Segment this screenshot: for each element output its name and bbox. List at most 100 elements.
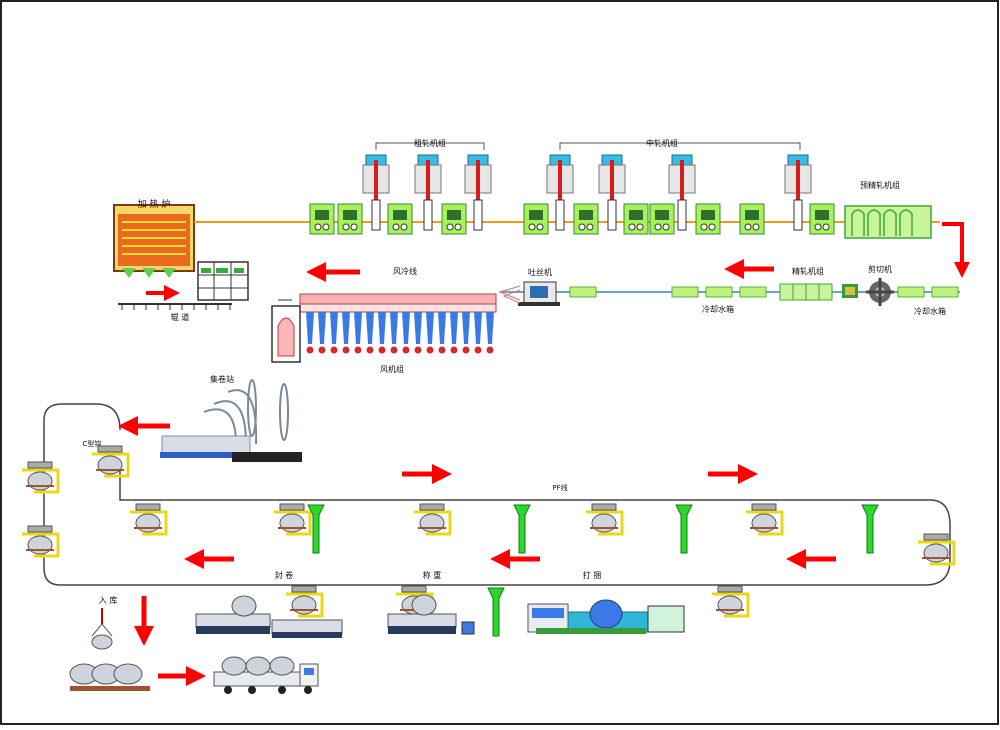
horizontal-stand: [623, 203, 649, 235]
vertical-mill-stands: [362, 154, 812, 231]
horizontal-stand: [739, 203, 765, 235]
furnace: 加 热 炉: [113, 198, 195, 278]
coil-icon: [751, 513, 777, 533]
hook-icon: [712, 585, 750, 618]
fan-unit: [461, 312, 471, 355]
coil-icon: [591, 513, 617, 533]
weighing-station: [387, 594, 475, 635]
fan-unit: [449, 312, 459, 355]
middle-mill-label: 中轧机组: [646, 138, 678, 148]
fan-unit: [437, 312, 447, 355]
coil-collector-label: 集卷站: [210, 374, 234, 384]
horizontal-stand: [523, 203, 549, 235]
pinch-roll: [842, 284, 858, 298]
air-cooling-line-label: 风冷线: [393, 266, 417, 276]
hook-icon: [414, 503, 452, 536]
horizontal-mill-stands: [309, 203, 835, 235]
fan-group-label: 风机组: [380, 364, 404, 374]
pf-post: [307, 504, 325, 554]
vertical-stand: [784, 154, 812, 231]
pf-post: [513, 504, 531, 554]
pf-posts: [307, 504, 879, 637]
horizontal-stand: [387, 203, 413, 235]
rough-mill-bracket: [375, 142, 485, 150]
pf-post: [487, 587, 505, 637]
horizontal-stand: [695, 203, 721, 235]
coil-icon: [97, 455, 123, 475]
fan-unit: [485, 312, 495, 355]
cooling-boxes: [569, 286, 959, 298]
warehouse-label: 入 库: [99, 595, 118, 605]
hook-icon: [918, 533, 956, 566]
hook-icon: [22, 525, 60, 558]
roller-table: 辊 道: [118, 261, 249, 322]
cooling-water-box-label-1: 冷却水箱: [702, 304, 734, 314]
horizontal-stand: [809, 203, 835, 235]
vertical-stand: [546, 154, 574, 231]
middle-mill-bracket: [559, 142, 801, 150]
pf-loop: [43, 403, 951, 586]
air-cooling-conveyor: [271, 293, 497, 363]
cooling-water-box-label-2: 冷却水箱: [914, 306, 946, 316]
hook-icon: [586, 503, 624, 536]
pf-post: [675, 504, 693, 554]
fan-unit: [329, 312, 339, 355]
coil-icon: [291, 595, 317, 615]
fan-unit: [413, 312, 423, 355]
fan-unit: [305, 312, 315, 355]
vertical-stand: [598, 154, 626, 231]
vertical-stand: [668, 154, 696, 231]
laying-cone: [498, 285, 521, 304]
coil-icon: [923, 543, 949, 563]
finish-mill: [779, 283, 833, 301]
laying-head: [518, 281, 560, 306]
laying-head-label: 吐丝机: [528, 267, 552, 277]
coil-icon: [27, 471, 53, 491]
pf-post: [861, 504, 879, 554]
horizontal-stand: [337, 203, 363, 235]
pre-finish-mill-label: 预精轧机组: [860, 180, 900, 190]
rough-mill-label: 粗轧机组: [414, 138, 446, 148]
fan-group: [305, 312, 495, 355]
fan-unit: [317, 312, 327, 355]
binding-label: 打 捆: [583, 570, 602, 580]
horizontal-stand: [649, 203, 675, 235]
truck-icon: [213, 656, 319, 694]
fan-unit: [341, 312, 351, 355]
coil-icon: [419, 513, 445, 533]
finish-mill-label: 精轧机组: [792, 266, 824, 276]
coil-collector: [160, 379, 302, 462]
fan-unit: [425, 312, 435, 355]
fan-unit: [353, 312, 363, 355]
horizontal-stand: [309, 203, 335, 235]
shear-label: 剪切机: [868, 264, 892, 274]
coil-icon: [279, 513, 305, 533]
coil-icon: [135, 513, 161, 533]
weighing-label: 称 重: [423, 570, 442, 580]
hook-icon: [286, 585, 324, 618]
roller-table-label: 辊 道: [171, 312, 190, 322]
c-hook-label: C型钩: [83, 439, 102, 448]
fan-unit: [389, 312, 399, 355]
fan-unit: [401, 312, 411, 355]
hook-icon: [22, 461, 60, 494]
vertical-stand: [362, 154, 390, 231]
seal-coil-label: 封 卷: [275, 570, 294, 580]
horizontal-stand: [573, 203, 599, 235]
fan-unit: [473, 312, 483, 355]
hook-icon: [130, 503, 168, 536]
warehouse-stack: [69, 608, 150, 691]
vertical-stand: [414, 154, 442, 231]
pre-finish-mill: [844, 205, 932, 239]
hook-icon: [746, 503, 784, 536]
furnace-label: 加 热 炉: [138, 198, 171, 210]
vertical-stand: [464, 154, 492, 231]
fan-unit: [365, 312, 375, 355]
c-hook-carriers: [22, 445, 956, 618]
binding-machine: [527, 599, 685, 634]
hook-icon: [92, 445, 130, 478]
hook-icon: [274, 503, 312, 536]
